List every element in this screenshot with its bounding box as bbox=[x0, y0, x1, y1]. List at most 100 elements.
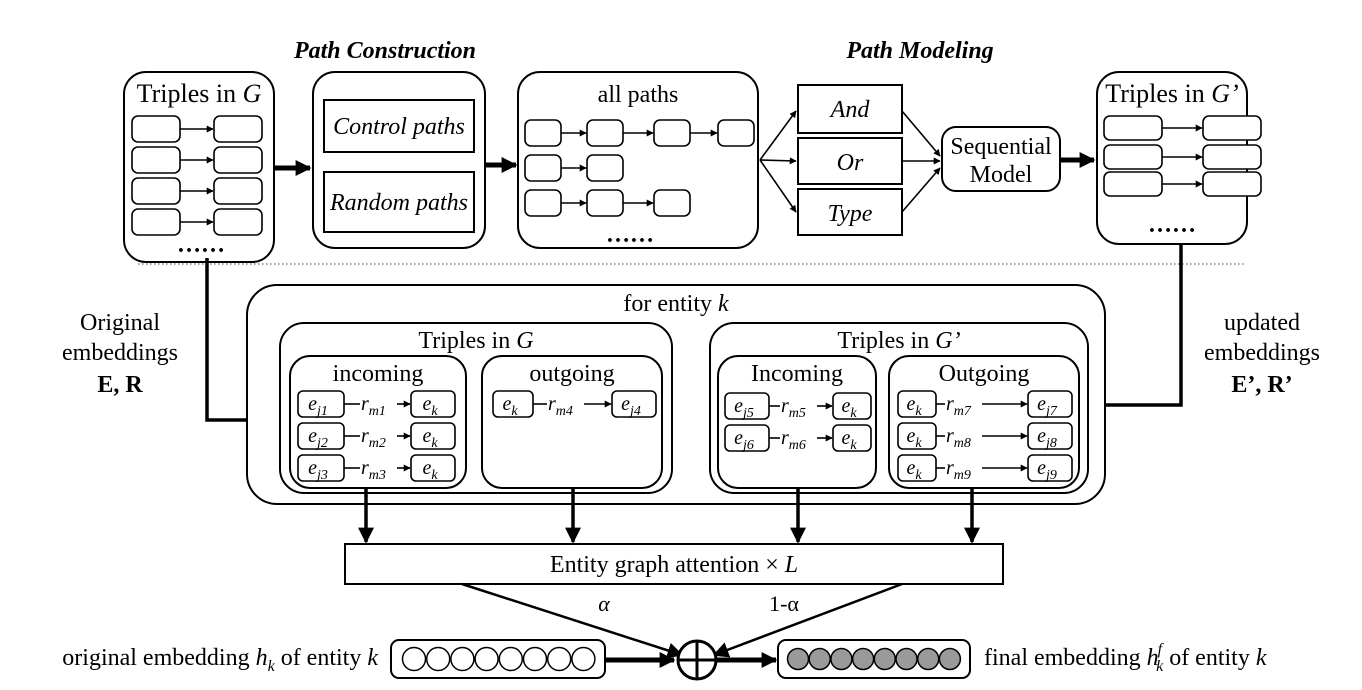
all-paths-title: all paths bbox=[598, 82, 679, 108]
triples-g-ellipsis: …… bbox=[177, 232, 225, 258]
type-op-box bbox=[797, 188, 903, 236]
original-embedding-cell bbox=[498, 646, 524, 672]
entity-node: ek bbox=[410, 422, 456, 451]
original-embedding-cell bbox=[474, 646, 499, 672]
and-op-box bbox=[797, 84, 903, 134]
sequential-model-line2: Model bbox=[970, 162, 1033, 188]
triple-head-node bbox=[1103, 144, 1163, 170]
sequential-model-panel: Sequential Model bbox=[941, 126, 1061, 192]
all-paths-rows bbox=[524, 119, 755, 217]
triple-tail-node bbox=[213, 208, 263, 236]
triple-head-node bbox=[131, 115, 181, 143]
entity-node: ek bbox=[410, 454, 456, 483]
original-embedding-cells bbox=[401, 646, 596, 672]
entity-node: ek bbox=[897, 390, 937, 419]
triple-tail-node bbox=[213, 115, 263, 143]
type-op-label: Type bbox=[828, 201, 873, 227]
triple-tail-node bbox=[1202, 171, 1262, 197]
attention-panel: Entity graph attention × L bbox=[344, 543, 1004, 585]
sequential-model-box bbox=[941, 126, 1061, 192]
original-embeddings-line1: Original bbox=[80, 310, 160, 336]
final-embedding-cell bbox=[895, 647, 918, 671]
fan-out-arrow-or bbox=[759, 157, 797, 165]
triple-head-node bbox=[131, 208, 181, 236]
entity-node: ej5 bbox=[724, 392, 770, 421]
original-embedding-cell bbox=[450, 646, 475, 672]
path-construction-panel: Control paths Random paths bbox=[312, 71, 486, 249]
random-paths-box bbox=[323, 171, 475, 233]
path-modeling-heading: Path Modeling bbox=[845, 38, 993, 64]
triple-head-node bbox=[131, 146, 181, 174]
entity-k-title: for entity k bbox=[623, 291, 729, 317]
path-node bbox=[586, 154, 624, 182]
control-paths-label: Control paths bbox=[333, 114, 465, 140]
entity-node: ej9 bbox=[1027, 454, 1073, 483]
or-op-label: Or bbox=[837, 150, 864, 176]
entity-node: ej2 bbox=[297, 422, 345, 451]
path-node bbox=[717, 119, 755, 147]
entity-node: ek bbox=[492, 390, 534, 419]
path-ops: And Or Type bbox=[797, 84, 903, 236]
fan-in-arrow-and bbox=[901, 110, 941, 157]
g-triples-group-title: Triples in G bbox=[418, 328, 533, 354]
original-embedding-cell bbox=[522, 646, 548, 672]
random-paths-label: Random paths bbox=[329, 190, 468, 216]
gp-triples-group-title: Triples in G’ bbox=[837, 328, 960, 354]
entity-node: ek bbox=[832, 424, 872, 453]
entity-node: ek bbox=[897, 422, 937, 451]
attention-label: Entity graph attention × L bbox=[550, 552, 798, 578]
entity-node: ej1 bbox=[297, 390, 345, 419]
path-node bbox=[586, 119, 624, 147]
final-embedding-cell bbox=[830, 647, 853, 671]
entity-node: ej8 bbox=[1027, 422, 1073, 451]
fan-out-arrow-type bbox=[759, 159, 797, 213]
final-embedding-cell bbox=[851, 647, 875, 671]
final-embedding-cells bbox=[786, 647, 962, 671]
entity-node: ej4 bbox=[611, 390, 657, 419]
entity-node: ej6 bbox=[724, 424, 770, 453]
path-node bbox=[586, 189, 624, 217]
entity-node: ek bbox=[410, 390, 456, 419]
final-embedding-cell bbox=[916, 647, 940, 671]
path-construction-heading: Path Construction bbox=[293, 38, 476, 64]
final-embedding-cell bbox=[938, 647, 962, 671]
original-embedding-cell bbox=[425, 646, 451, 672]
arrow-one-minus-alpha bbox=[712, 582, 903, 658]
triples-gp-rows bbox=[1103, 115, 1262, 197]
triples-g-title: Triples in G bbox=[137, 79, 262, 108]
incoming-gp-label: Incoming bbox=[751, 361, 843, 387]
or-op-box bbox=[797, 137, 903, 185]
fan-out-arrow-and bbox=[759, 110, 797, 161]
triple-head-node bbox=[1103, 115, 1163, 141]
entity-node: ej3 bbox=[297, 454, 345, 483]
outgoing-gp-label: Outgoing bbox=[939, 361, 1030, 387]
sum-operator bbox=[676, 639, 718, 681]
entity-node: ek bbox=[897, 454, 937, 483]
original-embedding-cell bbox=[546, 646, 572, 672]
control-paths-box bbox=[323, 99, 475, 153]
incoming-g-label: incoming bbox=[333, 361, 424, 387]
triple-tail-node bbox=[1202, 115, 1262, 141]
path-node bbox=[524, 119, 562, 147]
path-node bbox=[524, 154, 562, 182]
triple-tail-node bbox=[213, 146, 263, 174]
triples-gp-ellipsis: …… bbox=[1148, 212, 1196, 238]
fan-in-arrow-type bbox=[901, 167, 941, 213]
triples-gp-title: Triples in G’ bbox=[1105, 79, 1238, 108]
original-embedding-cell bbox=[571, 646, 596, 672]
path-node bbox=[524, 189, 562, 217]
all-paths-ellipsis: …… bbox=[606, 222, 654, 248]
triple-tail-node bbox=[213, 177, 263, 205]
original-embeddings-symbols: E, R bbox=[97, 372, 143, 398]
one-minus-alpha-weight: 1-α bbox=[769, 591, 799, 616]
updated-embeddings-line1: updated bbox=[1224, 310, 1300, 336]
triple-tail-node bbox=[1202, 144, 1262, 170]
alpha-weight: α bbox=[598, 591, 610, 616]
all-paths-panel: all paths …… bbox=[517, 71, 759, 249]
entity-k-panel: for entity k Triples in G Triples in G’ … bbox=[246, 284, 1106, 505]
entity-node: ej7 bbox=[1027, 390, 1073, 419]
all-paths-box bbox=[517, 71, 759, 249]
